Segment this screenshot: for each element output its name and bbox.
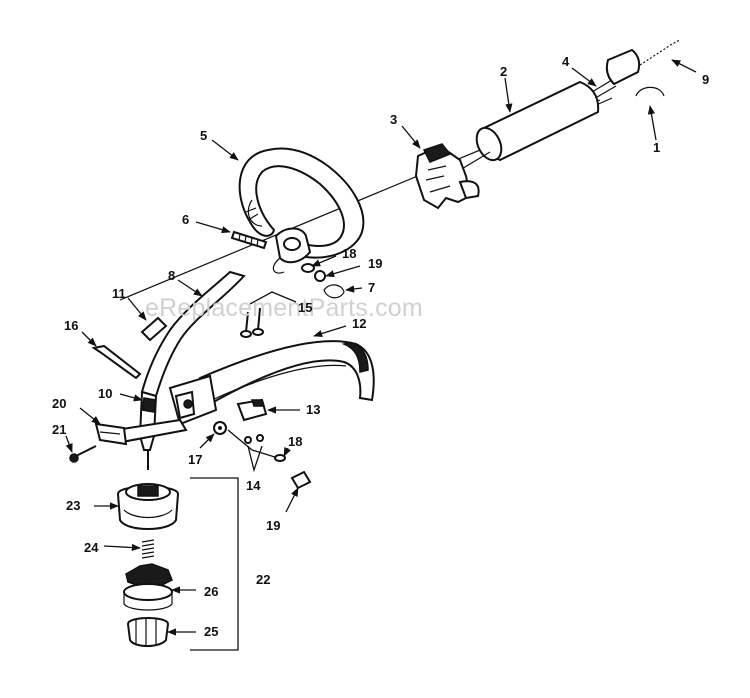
part-23-spool-housing [116, 483, 180, 530]
part-2-handle-tube [459, 80, 600, 171]
callout-5: 5 [200, 128, 207, 143]
callout-16: 16 [64, 318, 78, 333]
part-25-bump-knob [126, 617, 170, 647]
part-6-bolt [230, 230, 268, 250]
part-22-bracket-line [190, 477, 239, 651]
part-14-screws [244, 434, 264, 473]
part-15-screws [240, 291, 297, 338]
callout-2: 2 [500, 64, 507, 79]
callout-19-lower: 19 [266, 518, 280, 533]
callout-7: 7 [368, 280, 375, 295]
callout-24: 24 [84, 540, 99, 555]
part-21-screw [69, 445, 97, 463]
callout-21: 21 [52, 422, 66, 437]
part-7-clip [323, 284, 345, 299]
part-26-spool [123, 563, 173, 611]
part-1-clip [635, 86, 665, 97]
part-13-clamp-block [236, 398, 268, 422]
guard-bracket [114, 374, 218, 444]
callout-9: 9 [702, 72, 709, 87]
callout-18-upper: 18 [342, 246, 356, 261]
callout-3: 3 [390, 112, 397, 127]
part-18-washer-lower [274, 454, 286, 462]
part-19-wing-nut-lower [290, 470, 312, 490]
callout-14: 14 [246, 478, 261, 493]
callout-10: 10 [98, 386, 112, 401]
part-11-label [140, 316, 168, 342]
callout-23: 23 [66, 498, 80, 513]
callout-12: 12 [352, 316, 366, 331]
callout-6: 6 [182, 212, 189, 227]
callout-19-upper: 19 [368, 256, 382, 271]
watermark: eReplacementParts.com [145, 294, 423, 322]
callout-18-lower: 18 [288, 434, 302, 449]
part-4-cord-sleeve [591, 48, 641, 107]
leader-arrows [65, 59, 697, 636]
callout-4: 4 [562, 54, 570, 69]
callout-26: 26 [204, 584, 218, 599]
part-20-bracket [94, 422, 128, 446]
handle-clamp [272, 227, 312, 274]
part-19-wing-nut-upper [314, 270, 326, 282]
callout-1: 1 [653, 140, 660, 155]
callout-22: 22 [256, 572, 270, 587]
part-17-washer [213, 421, 279, 459]
part-12-guard [198, 340, 375, 406]
part-3-switch-housing [414, 143, 480, 210]
callout-11: 11 [112, 286, 126, 301]
callout-13: 13 [306, 402, 320, 417]
callout-20: 20 [52, 396, 66, 411]
callout-25: 25 [204, 624, 218, 639]
part-16-screw [91, 344, 142, 380]
part-5-d-handle [238, 147, 365, 259]
callout-8: 8 [168, 268, 175, 283]
callout-15: 15 [298, 300, 312, 315]
part-24-spring [141, 539, 155, 559]
part-18-washer-upper [301, 263, 315, 273]
callout-17: 17 [188, 452, 202, 467]
